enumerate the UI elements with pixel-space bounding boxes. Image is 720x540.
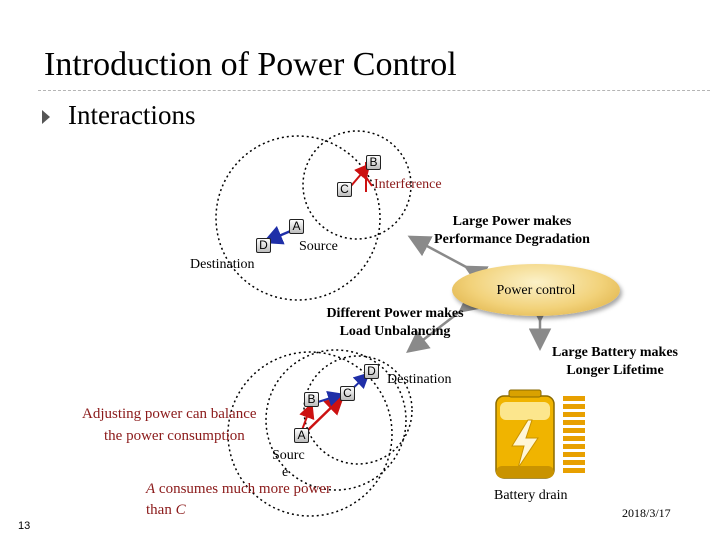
slide-date: 2018/3/17 bbox=[622, 506, 671, 520]
bottom-source-label-line1: Sourc bbox=[272, 448, 305, 463]
page-number: 13 bbox=[18, 520, 31, 532]
link-a-to-b bbox=[299, 402, 315, 431]
battery-icon bbox=[495, 389, 555, 479]
battery-level-bars-icon bbox=[563, 396, 585, 473]
top-range-circle-small bbox=[302, 130, 412, 240]
interference-label: Interference bbox=[374, 177, 442, 192]
arrow-pc-to-performance bbox=[407, 235, 489, 287]
bottom-node-d: D bbox=[364, 364, 379, 379]
top-node-a: A bbox=[289, 219, 304, 234]
bottom-range-circle-2 bbox=[265, 349, 407, 491]
top-node-d: D bbox=[256, 238, 271, 253]
bullet-arrow-icon bbox=[42, 110, 50, 124]
top-node-b: B bbox=[366, 155, 381, 170]
consumes-line2-text: than bbox=[146, 502, 176, 518]
top-source-label: Source bbox=[299, 239, 338, 254]
adjusting-line1: Adjusting power can balance bbox=[82, 406, 257, 422]
consumes-line2: than C bbox=[146, 502, 186, 519]
different-power-line2: Load Unbalancing bbox=[339, 324, 451, 339]
link-b-to-c bbox=[317, 391, 344, 407]
battery-line2: Longer Lifetime bbox=[566, 363, 664, 378]
bottom-node-c: C bbox=[340, 386, 355, 401]
top-node-c: C bbox=[337, 182, 352, 197]
bullet-interactions: Interactions bbox=[68, 100, 196, 130]
power-control-label: Power control bbox=[496, 283, 576, 298]
battery-drain-label: Battery drain bbox=[494, 488, 568, 503]
consumes-line1: A consumes much more power bbox=[146, 481, 331, 498]
large-power-line1: Large Power makes bbox=[452, 214, 572, 229]
adjusting-line2: the power consumption bbox=[104, 428, 245, 444]
bottom-range-circle-3 bbox=[303, 355, 413, 465]
top-range-circle-large bbox=[215, 135, 381, 301]
bottom-source-label-line2: e bbox=[282, 465, 289, 480]
arrow-pc-to-load bbox=[406, 290, 483, 354]
bottom-node-b: B bbox=[304, 392, 319, 407]
bottom-range-circle-1 bbox=[227, 351, 393, 517]
consumes-node-a: A bbox=[146, 481, 156, 497]
slide-title: Introduction of Power Control bbox=[44, 46, 457, 83]
consumes-line1-text: consumes much more power bbox=[155, 481, 331, 497]
power-control-ellipse bbox=[452, 264, 620, 316]
title-divider bbox=[38, 90, 710, 91]
different-power-line1: Different Power makes bbox=[326, 306, 464, 321]
large-power-line2: Performance Degradation bbox=[434, 232, 590, 247]
consumes-node-c: C bbox=[175, 502, 186, 518]
bottom-destination-label: Destination bbox=[387, 372, 452, 387]
top-destination-label: Destination bbox=[190, 257, 255, 272]
battery-line1: Large Battery makes bbox=[552, 345, 678, 360]
bottom-node-a: A bbox=[294, 428, 309, 443]
link-a-to-d bbox=[262, 225, 294, 245]
